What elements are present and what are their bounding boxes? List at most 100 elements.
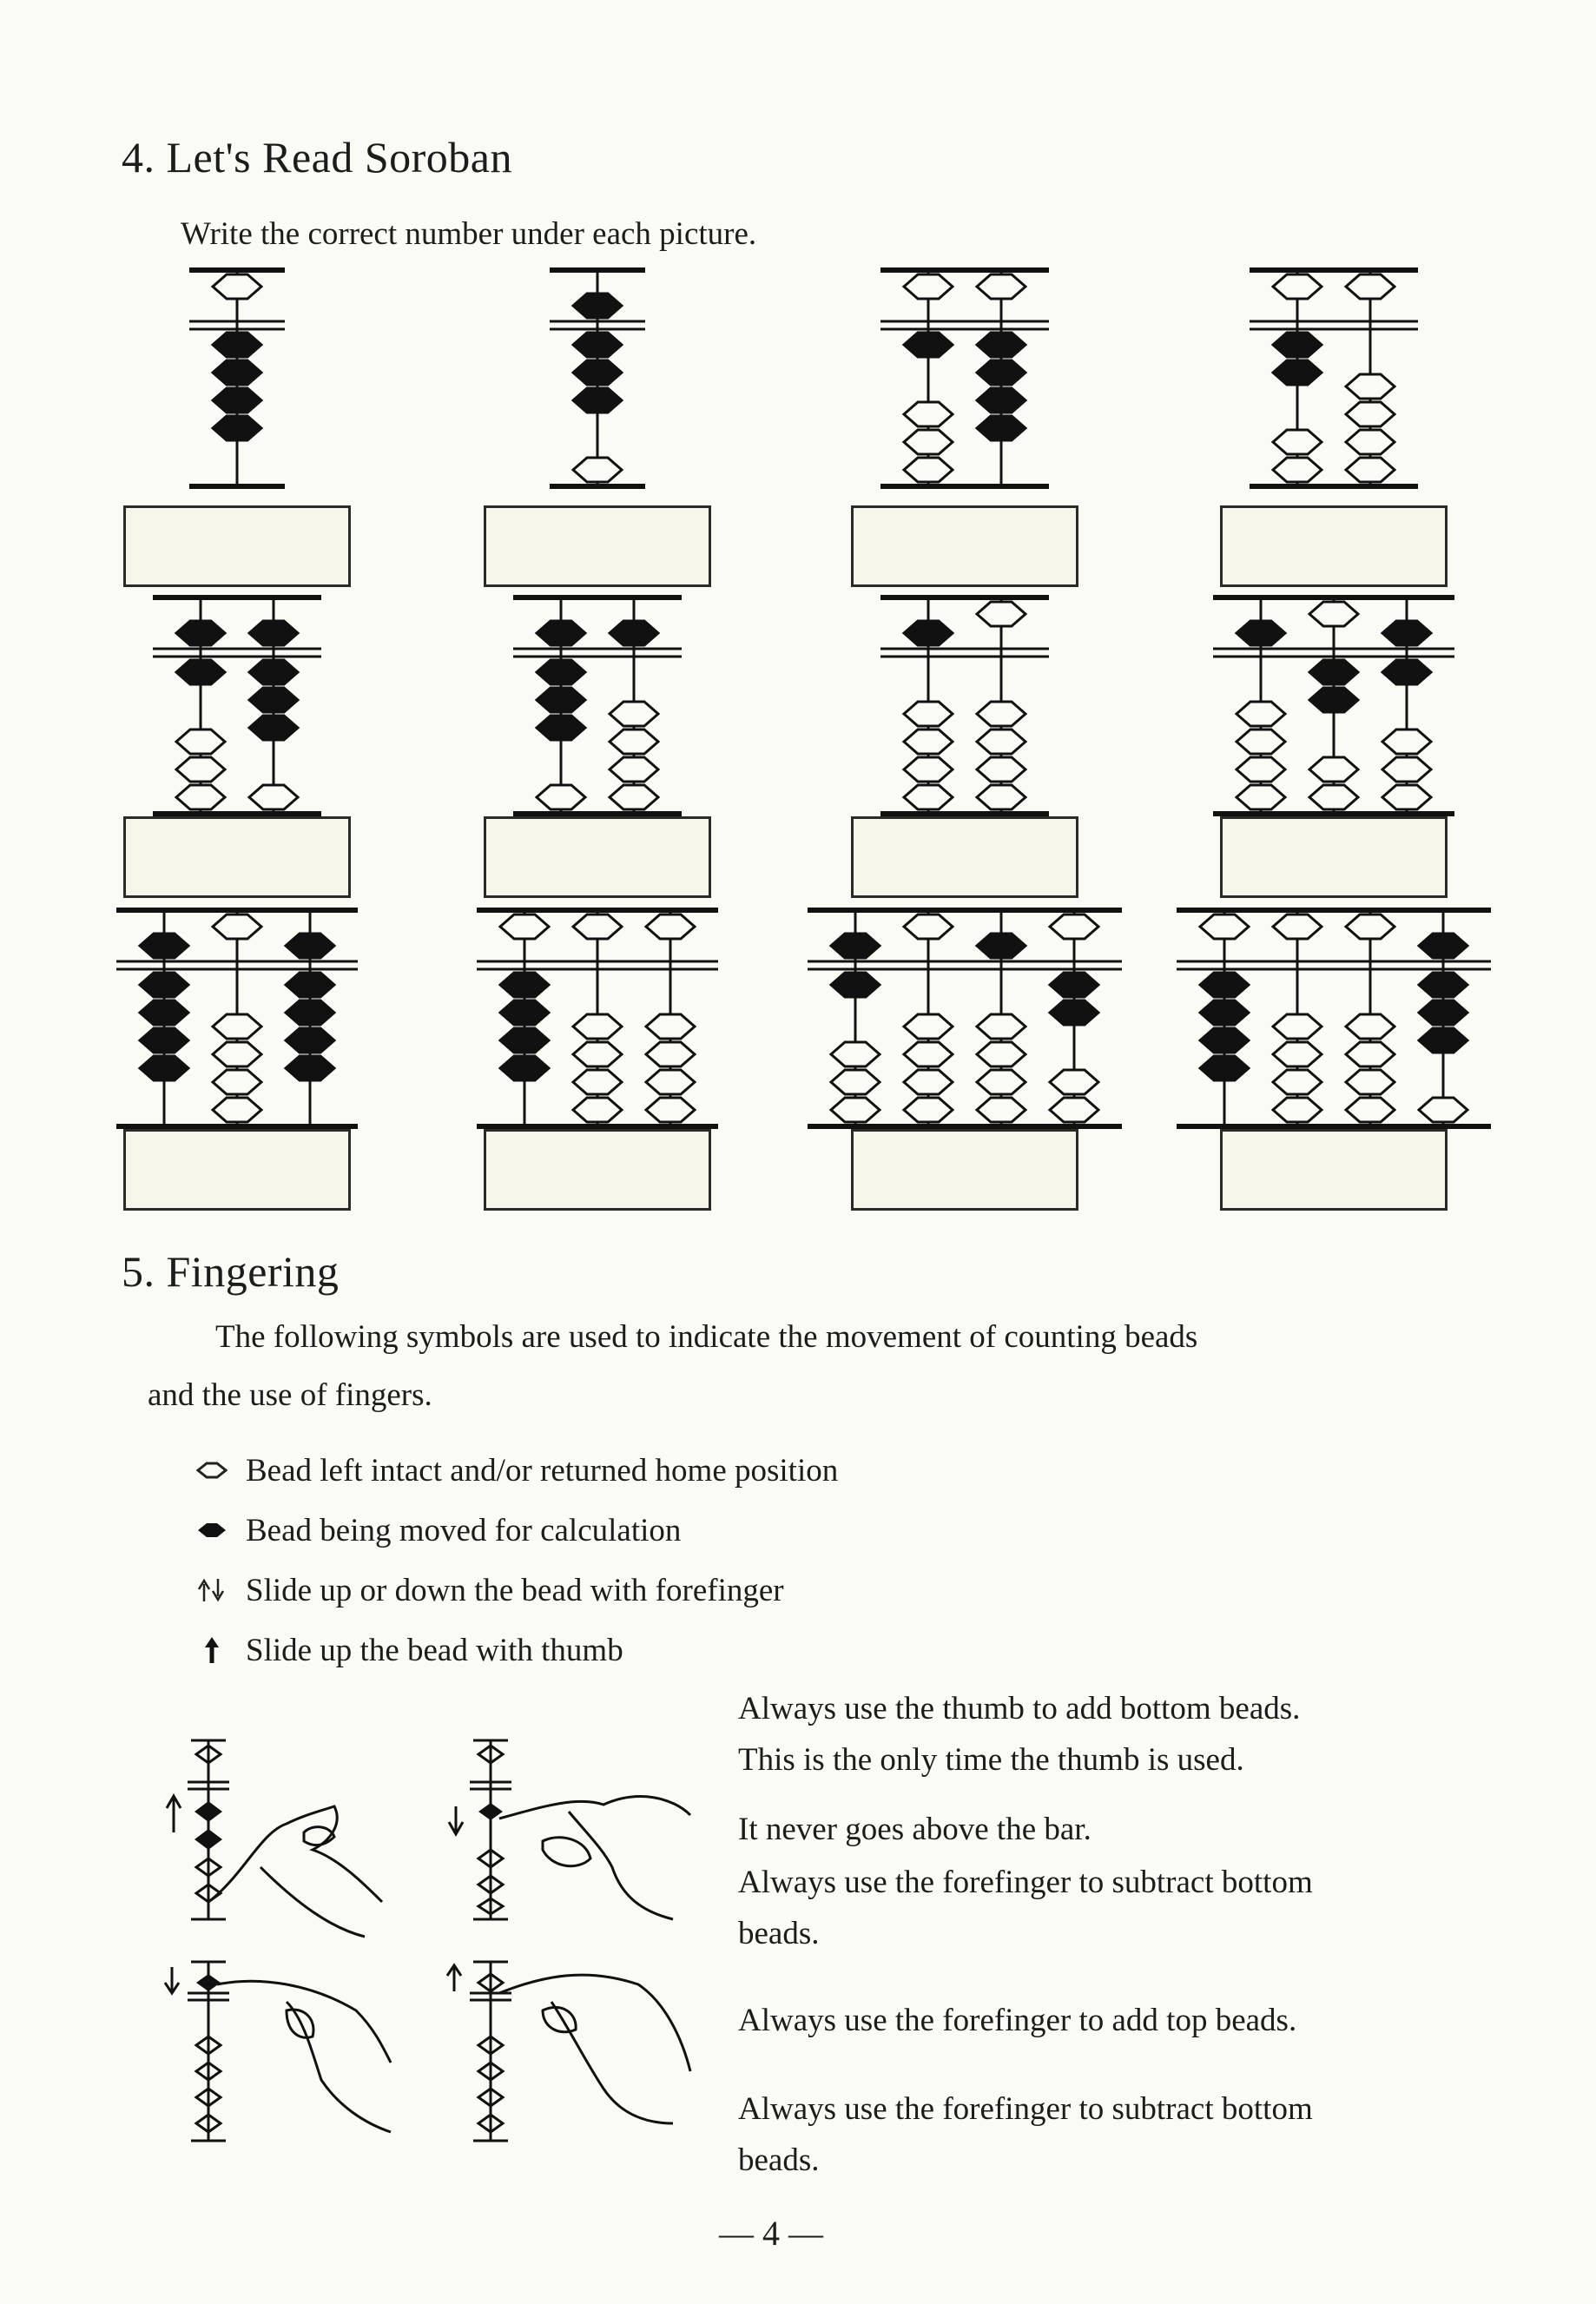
soroban-figure — [1213, 595, 1454, 816]
filled-bead — [498, 999, 551, 1027]
hollow-bead — [828, 1096, 882, 1124]
soroban-rod — [901, 271, 955, 485]
answer-box[interactable] — [123, 1129, 351, 1211]
hollow-bead — [1416, 1096, 1470, 1124]
soroban-figure — [153, 595, 321, 816]
hollow-bead — [570, 913, 624, 941]
soroban-figure — [1177, 908, 1491, 1129]
hollow-bead — [570, 1068, 624, 1096]
filled-bead — [498, 1027, 551, 1054]
filled-bead — [498, 1054, 551, 1082]
filled-bead — [828, 932, 882, 960]
note-never-above-bar: It never goes above the bar. — [738, 1812, 1091, 1847]
filled-bead — [137, 971, 191, 999]
hollow-bead — [1270, 428, 1324, 456]
hollow-bead — [570, 1013, 624, 1040]
soroban-rod — [974, 271, 1028, 485]
note-forefinger-add-top: Always use the forefinger to add top bea… — [738, 2003, 1297, 2038]
hollow-bead — [1343, 913, 1397, 941]
hollow-bead — [974, 756, 1028, 783]
filled-bead — [137, 1027, 191, 1054]
answer-box[interactable] — [1220, 1129, 1448, 1211]
hollow-bead — [1343, 1013, 1397, 1040]
hollow-bead — [901, 273, 955, 300]
filled-bead — [901, 619, 955, 647]
answer-box[interactable] — [484, 1129, 711, 1211]
answer-box[interactable] — [484, 816, 711, 898]
legend-text: Slide up or down the bead with forefinge… — [246, 1572, 784, 1608]
filled-bead — [210, 331, 264, 359]
filled-bead — [1047, 999, 1101, 1027]
forefinger-subtract-top-illustration — [439, 1950, 716, 2171]
answer-box[interactable] — [851, 505, 1078, 587]
hollow-bead — [974, 728, 1028, 756]
soroban-rod — [498, 911, 551, 1126]
soroban-rod — [570, 911, 624, 1126]
hollow-bead — [570, 1040, 624, 1068]
soroban-rod — [901, 911, 955, 1126]
answer-box[interactable] — [123, 505, 351, 587]
hollow-bead — [901, 456, 955, 484]
hollow-bead — [1234, 756, 1288, 783]
hollow-bead — [901, 913, 955, 941]
thumb-add-illustration — [156, 1728, 434, 1950]
filled-bead — [570, 386, 624, 414]
filled-bead — [137, 932, 191, 960]
legend-item-filled-bead: Bead being moved for calculation — [178, 1508, 681, 1552]
filled-bead — [137, 1054, 191, 1082]
hollow-bead — [1197, 913, 1251, 941]
hollow-bead — [1343, 456, 1397, 484]
hollow-bead — [643, 1040, 697, 1068]
filled-bead — [974, 932, 1028, 960]
hollow-bead — [1270, 273, 1324, 300]
answer-box[interactable] — [1220, 816, 1448, 898]
filled-bead — [498, 971, 551, 999]
answer-box[interactable] — [123, 816, 351, 898]
filled-bead — [570, 331, 624, 359]
answer-box[interactable] — [1220, 505, 1448, 587]
soroban-rod — [1416, 911, 1470, 1126]
answer-box[interactable] — [484, 505, 711, 587]
filled-bead — [534, 714, 588, 742]
filled-bead — [247, 686, 300, 714]
hollow-bead — [643, 1068, 697, 1096]
soroban-figure — [808, 908, 1122, 1129]
soroban-rod — [828, 911, 882, 1126]
hollow-bead — [901, 700, 955, 728]
filled-bead — [534, 658, 588, 686]
hollow-bead — [1307, 756, 1361, 783]
filled-bead — [1270, 359, 1324, 386]
filled-bead — [828, 971, 882, 999]
hollow-bead — [1270, 1040, 1324, 1068]
filled-bead — [1307, 686, 1361, 714]
hollow-bead — [1343, 400, 1397, 428]
filled-bead — [1197, 999, 1251, 1027]
hollow-bead — [1270, 1096, 1324, 1124]
forefinger-add-top-illustration — [156, 1950, 434, 2171]
soroban-rod — [1343, 271, 1397, 485]
soroban-figure — [477, 908, 718, 1129]
filled-bead — [210, 414, 264, 442]
hollow-bead — [607, 756, 661, 783]
hollow-bead — [607, 728, 661, 756]
soroban-rod — [1270, 271, 1324, 485]
hollow-bead — [1343, 373, 1397, 400]
answer-box[interactable] — [851, 816, 1078, 898]
hollow-bead — [210, 913, 264, 941]
hollow-bead — [174, 783, 228, 811]
hollow-bead — [828, 1068, 882, 1096]
hollow-bead — [1234, 728, 1288, 756]
soroban-rod — [607, 598, 661, 813]
filled-bead — [1380, 619, 1434, 647]
hollow-bead — [1380, 728, 1434, 756]
soroban-rod — [137, 911, 191, 1126]
hollow-bead — [1380, 783, 1434, 811]
filled-bead — [283, 1027, 337, 1054]
filled-bead — [1197, 1054, 1251, 1082]
intro-line-2: and the use of fingers. — [148, 1377, 432, 1413]
filled-bead — [570, 292, 624, 320]
hollow-bead — [901, 428, 955, 456]
soroban-rod — [174, 598, 228, 813]
hollow-bead — [974, 1013, 1028, 1040]
answer-box[interactable] — [851, 1129, 1078, 1211]
